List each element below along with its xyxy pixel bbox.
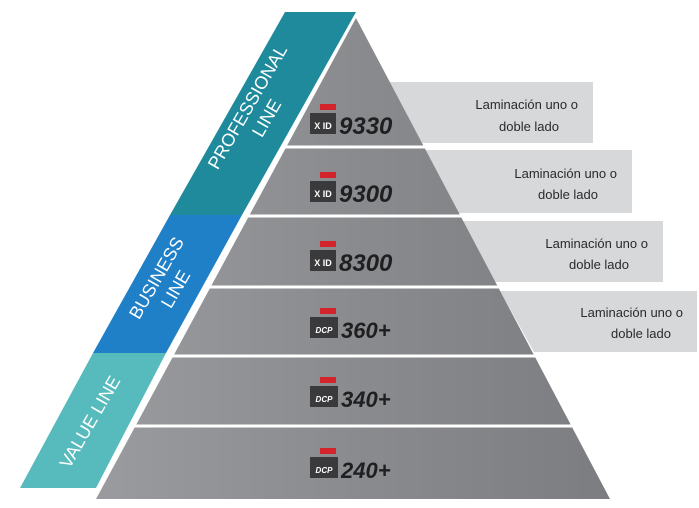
- tier-8300: X ID 8300: [310, 241, 393, 277]
- dcp-logo-icon: [310, 457, 338, 478]
- xid-logo-icon: [310, 113, 336, 134]
- model-number: 340+: [341, 387, 391, 412]
- lamination-box: Laminación uno o doble lado: [421, 150, 632, 213]
- logo-red-bar: [320, 377, 336, 383]
- lamination-text: Laminación uno o: [545, 236, 648, 251]
- lamination-text: Laminación uno o: [580, 305, 683, 320]
- lamination-text: doble lado: [569, 257, 629, 272]
- dcp-logo-icon: [310, 317, 338, 338]
- model-number: 9330: [339, 113, 393, 140]
- logo-text: DCP: [316, 326, 334, 335]
- lamination-text: Laminación uno o: [475, 97, 578, 112]
- model-number: 240+: [340, 458, 391, 483]
- lamination-text: Laminación uno o: [514, 166, 617, 181]
- logo-text: DCP: [316, 395, 334, 404]
- logo-red-bar: [320, 172, 336, 178]
- model-number: 9300: [339, 181, 393, 208]
- logo-text: X ID: [314, 258, 332, 268]
- lamination-box: Laminación uno o doble lado: [375, 82, 593, 143]
- dcp-logo-icon: [310, 386, 338, 407]
- model-number: 8300: [339, 250, 393, 277]
- logo-red-bar: [320, 448, 336, 454]
- tier-9330: X ID 9330: [310, 104, 393, 140]
- logo-text: X ID: [314, 121, 332, 131]
- logo-red-bar: [320, 241, 336, 247]
- xid-logo-icon: [310, 250, 336, 271]
- pyramid-body: [96, 18, 610, 499]
- lamination-box: Laminación uno o doble lado: [500, 291, 697, 352]
- logo-red-bar: [320, 308, 336, 314]
- tier-360: DCP 360+: [310, 308, 391, 343]
- logo-text: DCP: [316, 466, 334, 475]
- logo-red-bar: [320, 104, 336, 110]
- lamination-text: doble lado: [499, 119, 559, 134]
- tier-240: DCP 240+: [310, 448, 391, 483]
- tier-340: DCP 340+: [310, 377, 391, 412]
- tier-9300: X ID 9300: [310, 172, 393, 208]
- model-number: 360+: [341, 318, 391, 343]
- xid-logo-icon: [310, 181, 336, 202]
- logo-text: X ID: [314, 189, 332, 199]
- lamination-box: Laminación uno o doble lado: [462, 221, 663, 282]
- lamination-text: doble lado: [538, 187, 598, 202]
- lamination-text: doble lado: [611, 326, 671, 341]
